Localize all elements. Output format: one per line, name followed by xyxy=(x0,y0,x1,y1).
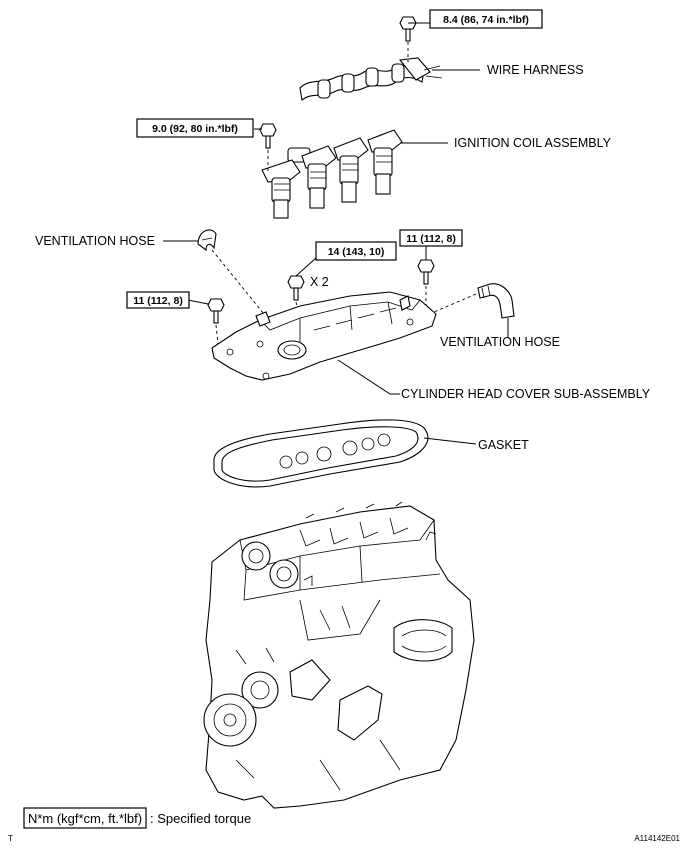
bolt-quantity: X 2 xyxy=(310,275,329,289)
legend-unit: N*m (kgf*cm, ft.*lbf) xyxy=(28,811,142,826)
wire-harness xyxy=(299,57,443,102)
ignition-coil-2 xyxy=(301,145,337,209)
torque-box-ignition-coil xyxy=(136,118,254,138)
torque-cover-left: 11 (112, 8) xyxy=(133,295,183,307)
engine-block xyxy=(203,501,475,809)
gasket xyxy=(213,419,429,488)
ignition-coil-bolt xyxy=(259,123,277,172)
cover-bolt-left xyxy=(207,298,225,345)
cover-bolt-center xyxy=(287,275,305,321)
torque-ignition-coil: 9.0 (92, 80 in.*lbf) xyxy=(152,123,238,135)
legend-torque-box xyxy=(23,807,147,829)
label-cylinder-head-cover: CYLINDER HEAD COVER SUB-ASSEMBLY xyxy=(401,387,651,401)
torque-box-cover-center xyxy=(315,241,397,261)
ignition-coil-assembly xyxy=(261,129,403,219)
ignition-coil-3 xyxy=(333,137,369,203)
torque-box-cover-left xyxy=(126,291,190,309)
figure-id: A114142E01 xyxy=(634,834,680,843)
cover-bolt-right xyxy=(417,259,435,314)
legend-text: : Specified torque xyxy=(150,811,251,826)
torque-wire-harness: 8.4 (86, 74 in.*lbf) xyxy=(443,14,529,26)
cylinder-head-cover xyxy=(211,291,437,381)
label-ventilation-hose-right: VENTILATION HOSE xyxy=(440,335,560,349)
label-ignition-coil: IGNITION COIL ASSEMBLY xyxy=(454,136,612,150)
torque-cover-center: 14 (143, 10) xyxy=(328,246,385,258)
ventilation-hose-left xyxy=(197,229,217,252)
corner-mark: T xyxy=(8,834,13,843)
ventilation-hose-right xyxy=(477,283,515,319)
ignition-coil-4 xyxy=(367,129,403,195)
label-gasket: GASKET xyxy=(478,438,529,452)
torque-box-wire-harness xyxy=(429,9,543,29)
label-ventilation-hose-left: VENTILATION HOSE xyxy=(35,234,155,248)
torque-cover-right: 11 (112, 8) xyxy=(406,233,456,245)
label-wire-harness: WIRE HARNESS xyxy=(487,63,584,77)
torque-box-cover-right xyxy=(399,229,463,247)
wire-harness-bolt xyxy=(399,16,417,62)
